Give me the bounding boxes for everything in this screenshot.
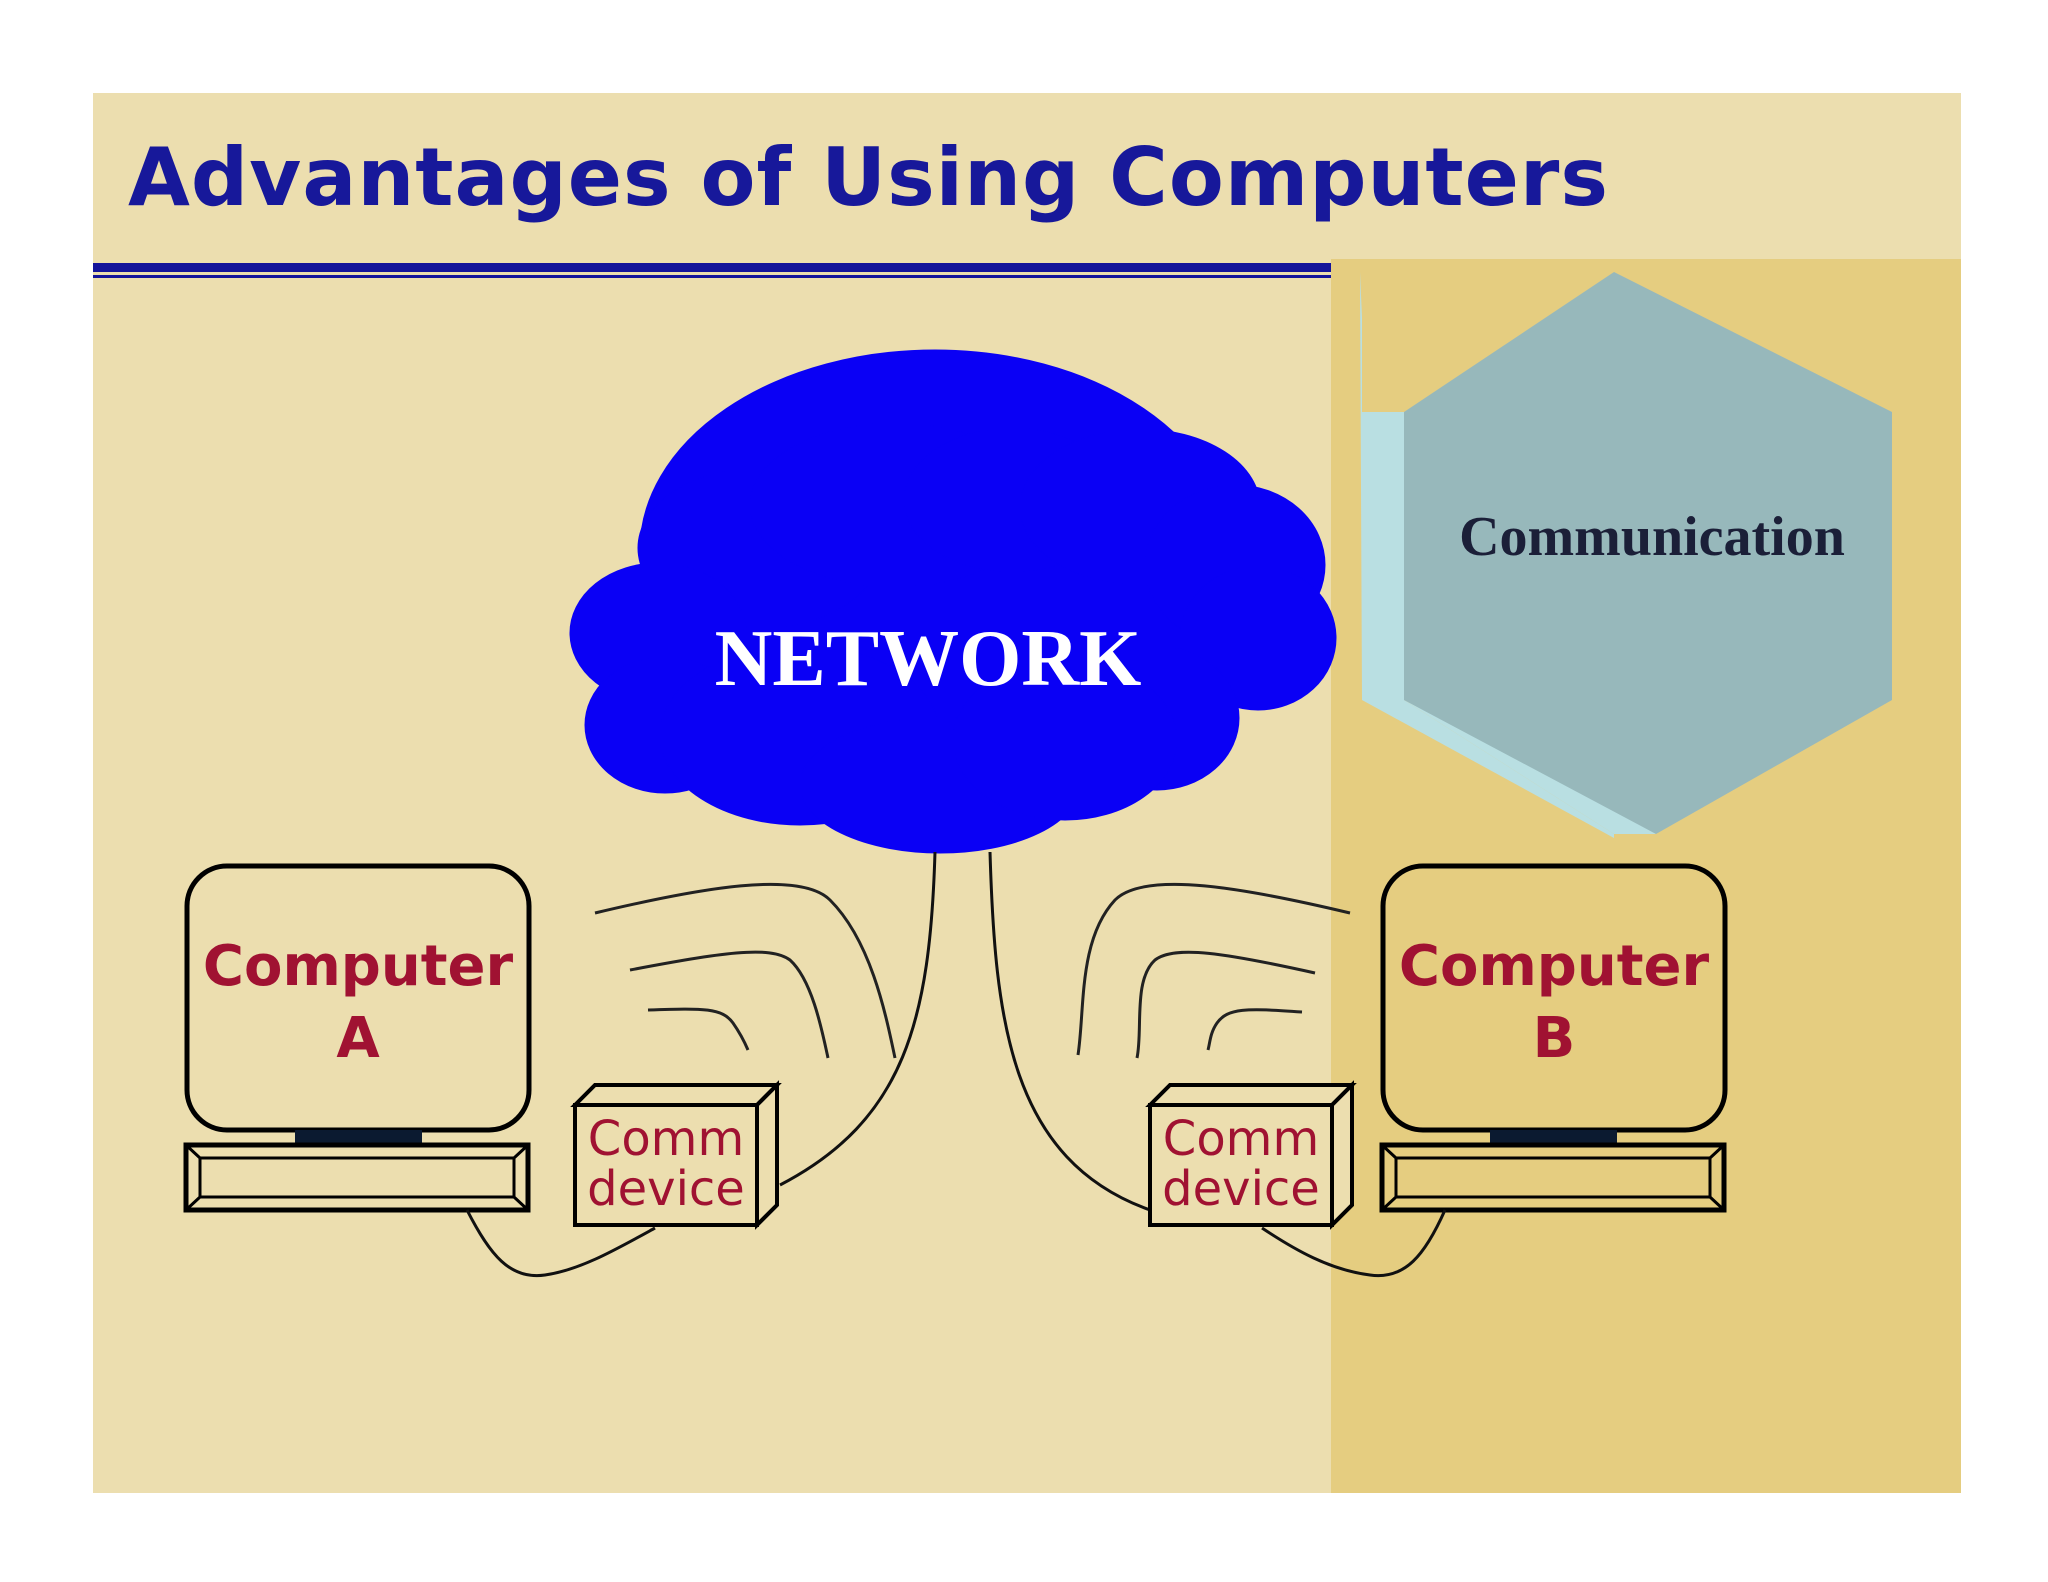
communication-hexagon: Communication — [1360, 272, 1892, 838]
computer-a: Computer A — [183, 863, 532, 1213]
comm-device-a-label-line2: device — [587, 1161, 745, 1217]
computer-b-label-line2: B — [1533, 1006, 1576, 1071]
cable-computer-a-to-comm-a — [465, 1209, 656, 1278]
comm-device-a-label-line1: Comm — [588, 1111, 744, 1167]
cable-network-to-comm-b — [988, 851, 1151, 1212]
computer-b-label-line1: Computer — [1399, 934, 1710, 999]
computer-b-keyboard — [1379, 1142, 1727, 1213]
computer-a-keyboard — [183, 1142, 531, 1213]
cable-computer-b-to-comm-b — [1261, 1209, 1447, 1278]
hexagon-shade — [1362, 412, 1614, 838]
hexagon-face — [1404, 272, 1892, 834]
comm-device-b: Comm device — [1145, 1080, 1357, 1230]
computer-b-stand — [1490, 1130, 1617, 1145]
comm-device-b-label-line2: device — [1162, 1161, 1320, 1217]
computer-b: Computer B — [1379, 863, 1728, 1213]
computer-a-label-line1: Computer — [203, 934, 514, 999]
comm-device-a: Comm device — [570, 1080, 782, 1230]
cable-network-to-comm-a — [779, 851, 937, 1187]
hexagon-label: Communication — [1459, 506, 1845, 568]
title-underline — [93, 263, 1331, 272]
slide-title: Advantages of Using Computers — [128, 131, 1609, 224]
signal-waves-right — [1076, 882, 1351, 1059]
computer-a-stand — [295, 1130, 422, 1145]
computer-a-label-line2: A — [336, 1006, 380, 1071]
comm-device-b-label-line1: Comm — [1163, 1111, 1319, 1167]
network-label: NETWORK — [715, 615, 1142, 703]
signal-waves-left — [594, 882, 897, 1059]
title-underline-thin — [93, 275, 1331, 278]
network-cloud: NETWORK — [569, 349, 1337, 854]
